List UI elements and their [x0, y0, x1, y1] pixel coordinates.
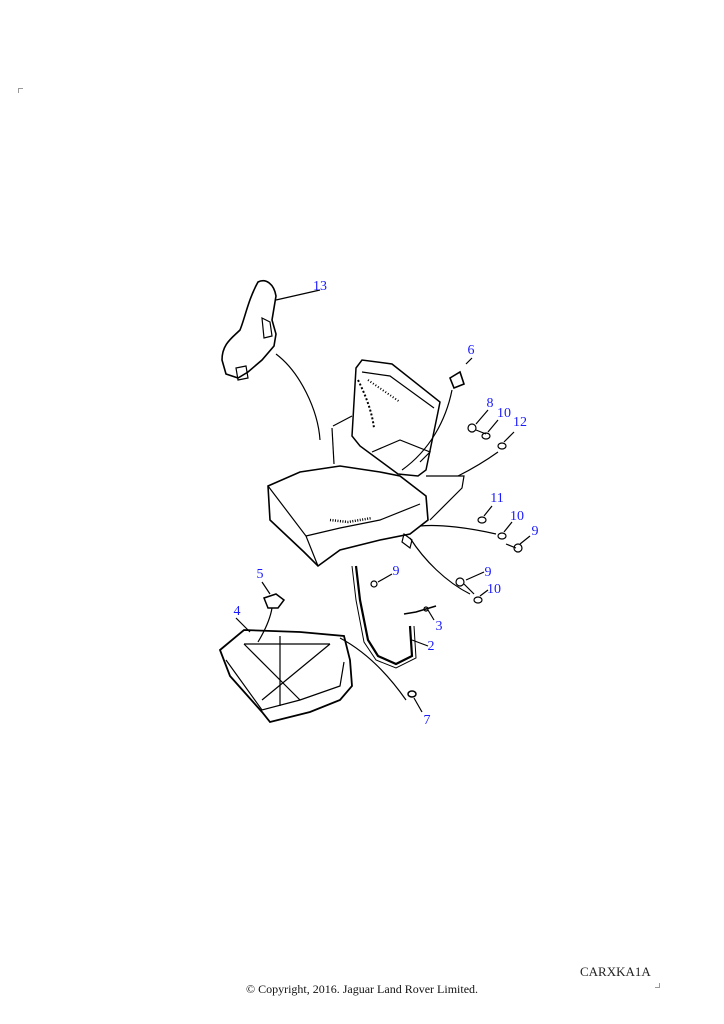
callout-10-upper: 10	[497, 406, 511, 421]
callout-3: 3	[435, 619, 443, 634]
part-13-side-panel	[221, 280, 321, 441]
callout-12: 12	[513, 415, 527, 430]
part-7-screw	[407, 690, 423, 713]
callout-8: 8	[486, 396, 494, 411]
part-3-pin	[403, 605, 437, 621]
copyright-notice: © Copyright, 2016. Jaguar Land Rover Lim…	[245, 982, 479, 996]
hardware-cluster-upper	[457, 409, 515, 477]
drawing-code: CARXKA1A	[580, 964, 651, 979]
seat-cushion	[267, 439, 465, 568]
crop-mark-top-left	[18, 88, 23, 93]
callout-11: 11	[490, 491, 504, 506]
callout-9-right: 9	[531, 524, 539, 539]
part-4-base-frame	[218, 617, 407, 724]
hardware-cluster-middle	[409, 537, 489, 604]
hardware-cluster-right	[419, 505, 531, 553]
callout-6: 6	[467, 343, 475, 358]
callout-4: 4	[233, 604, 241, 619]
part-2-tube-frame	[351, 565, 429, 669]
callout-5: 5	[256, 567, 264, 582]
seat-backrest	[331, 359, 441, 477]
crop-mark-bottom-right	[655, 983, 660, 988]
callout-13: 13	[313, 279, 327, 294]
callout-9-middle: 9	[484, 565, 492, 580]
callout-10-middle: 10	[487, 582, 501, 597]
part-6-clip	[401, 357, 473, 471]
callout-2: 2	[427, 639, 435, 654]
callout-9-left: 9	[392, 564, 400, 579]
part-5-bush	[257, 581, 286, 643]
callout-7: 7	[423, 713, 431, 728]
callout-10-right: 10	[510, 509, 524, 524]
